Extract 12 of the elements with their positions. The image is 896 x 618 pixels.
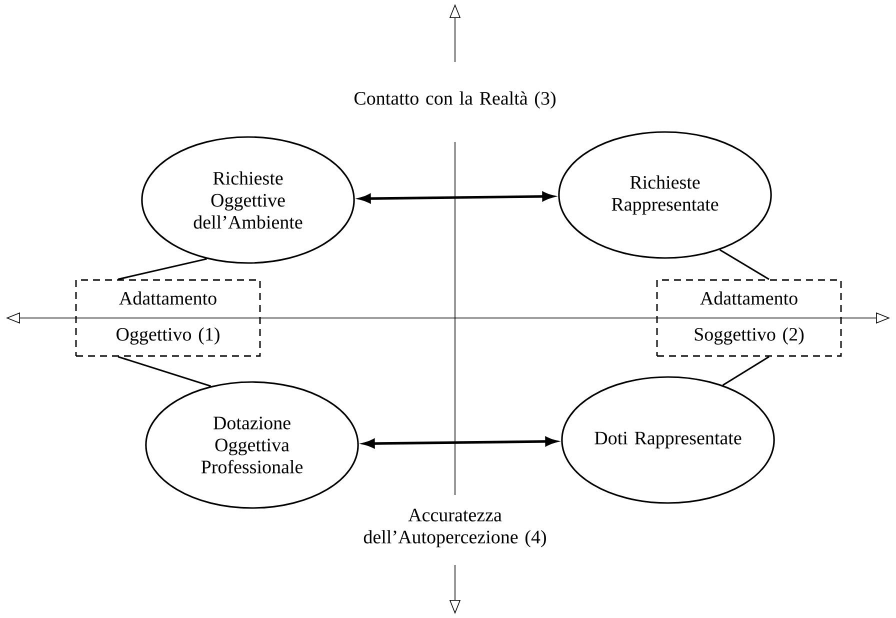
dashed-box: Adattamento Soggettivo (2) — [656, 279, 842, 357]
dashed-box: Adattamento Oggettivo (1) — [75, 279, 261, 357]
ellipse-node: Richieste Oggettive dell’Ambiente — [141, 136, 355, 264]
ellipse-node: Richieste Rappresentate — [558, 131, 772, 259]
connector-line — [118, 356, 212, 387]
ellipse-node: Dotazione Oggettiva Professionale — [145, 381, 359, 509]
connector-line — [118, 258, 207, 280]
axis-label: Accuratezza dell’Autopercezione (4) — [364, 508, 546, 548]
connector-line — [722, 356, 770, 386]
ellipse-node: Doti Rappresentate — [561, 376, 775, 504]
connector-line — [719, 249, 770, 280]
axis-label: Contatto con la Realtà (3) — [354, 91, 556, 109]
